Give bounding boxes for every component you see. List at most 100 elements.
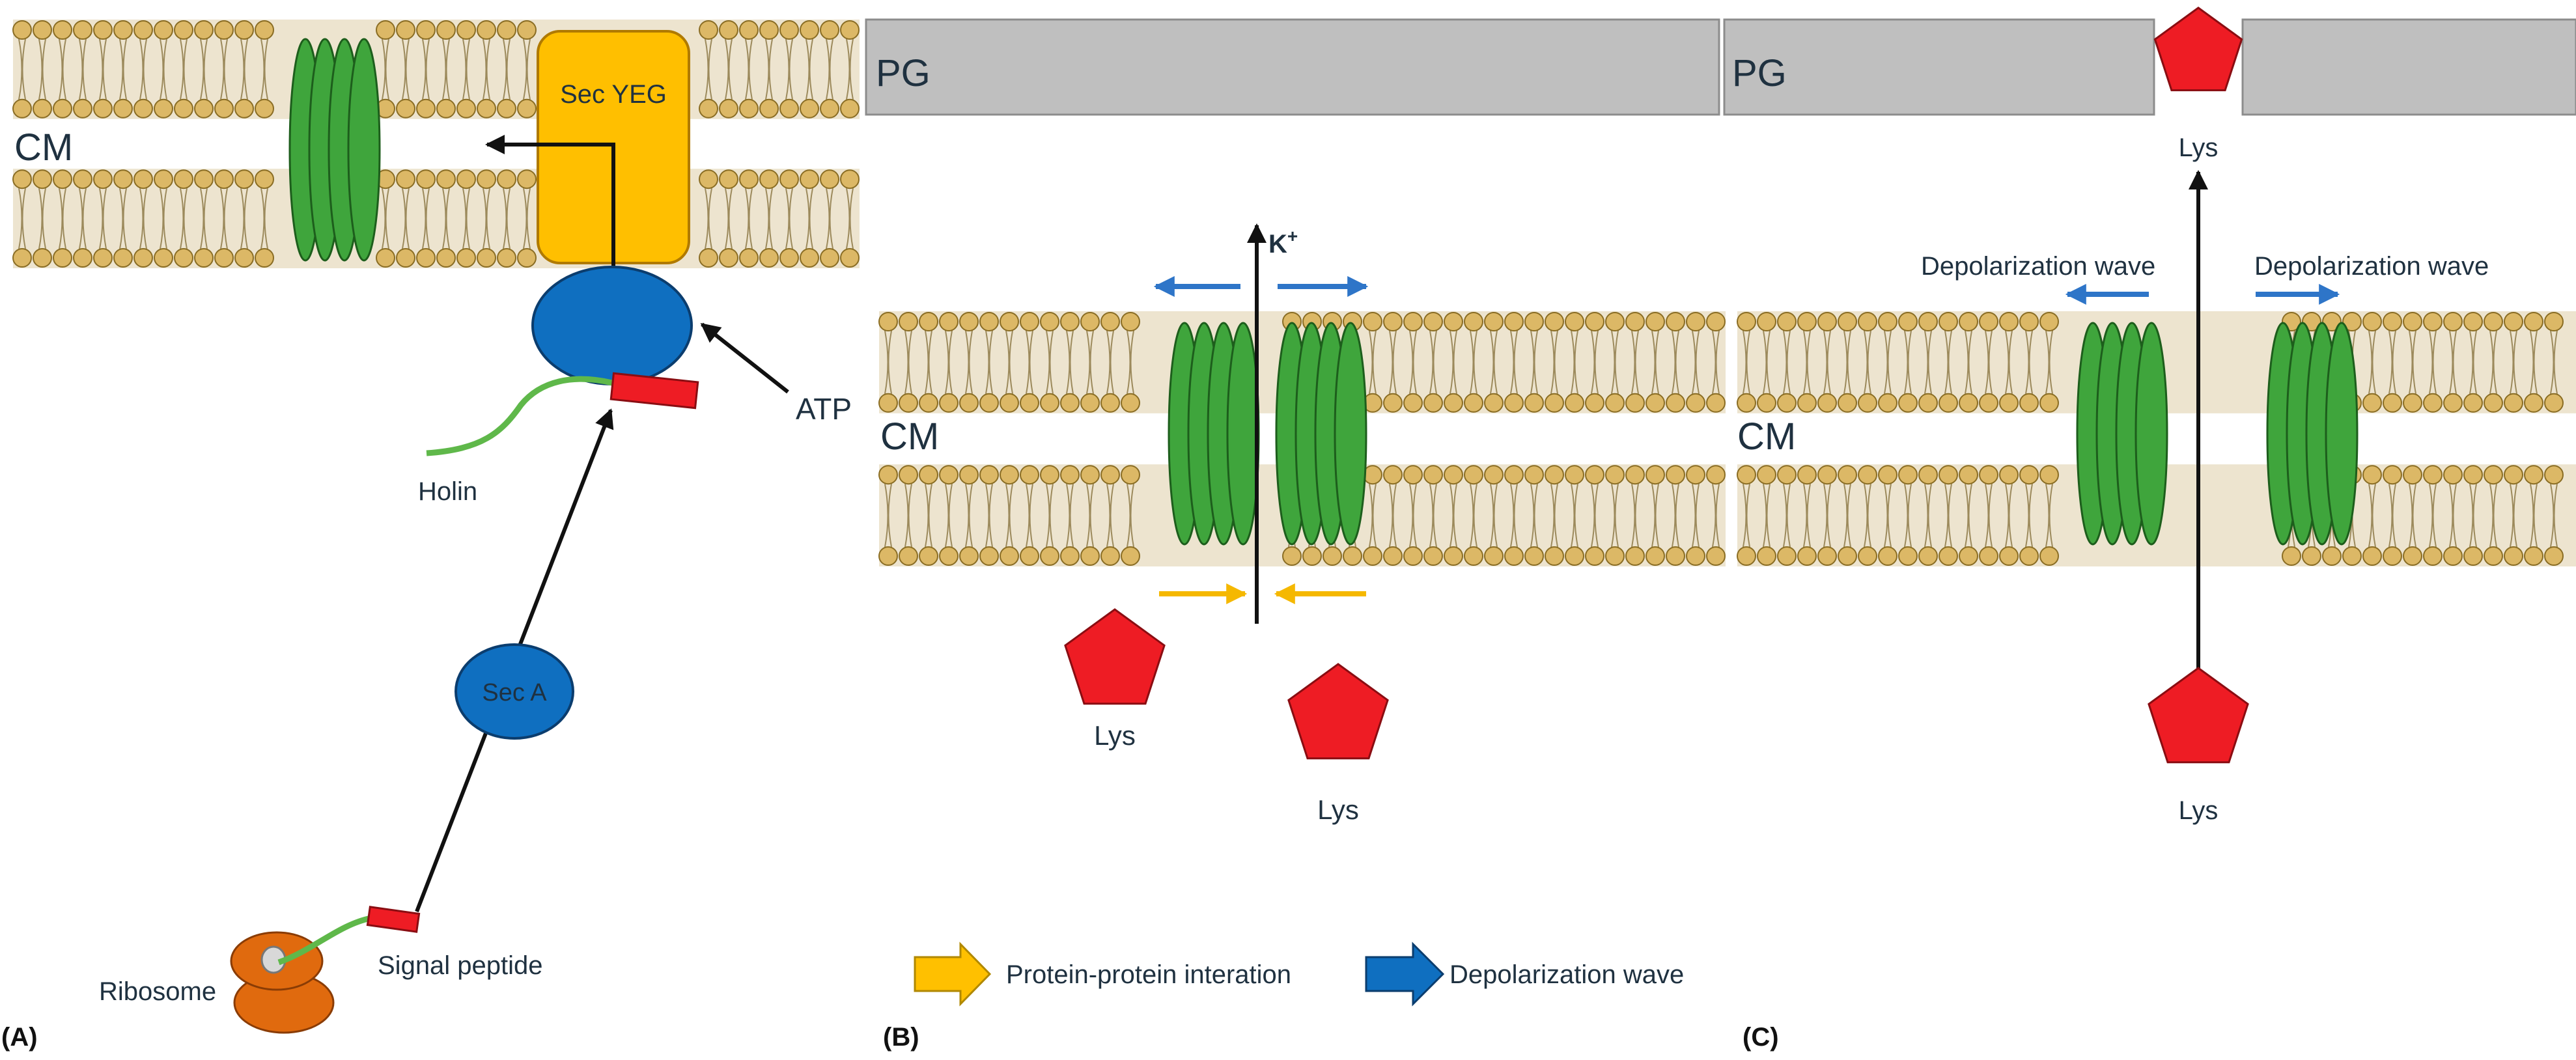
lipid-head — [1605, 465, 1625, 485]
lipid-head — [759, 98, 779, 119]
lipid-head — [699, 169, 718, 189]
lipid-head — [174, 20, 193, 40]
lysin-icon-c-bottom — [2148, 667, 2249, 764]
lipid-head — [919, 312, 938, 331]
lipid-head — [939, 393, 959, 413]
lipid-head — [214, 169, 234, 189]
lipid-tail — [2550, 330, 2558, 394]
lipid-head — [840, 169, 860, 189]
lipid-tail — [2045, 330, 2053, 394]
lipid-head — [1383, 393, 1403, 413]
lipid-head — [194, 98, 214, 119]
lipid-tail — [2489, 484, 2497, 548]
lipid-head — [2423, 546, 2443, 566]
lipid-head — [12, 20, 32, 40]
lipid-tail — [904, 330, 912, 394]
lipid-tail — [523, 38, 531, 100]
lipid-head — [739, 169, 759, 189]
lipid-head — [255, 20, 274, 40]
lipid-head — [2403, 312, 2422, 331]
lipid-tail — [925, 484, 932, 548]
lipid-head — [133, 169, 153, 189]
lipid-head — [1777, 546, 1797, 566]
lipid-head — [12, 169, 32, 189]
lipid-head — [800, 169, 819, 189]
lipid-tail — [1864, 330, 1871, 394]
lipid-head — [255, 98, 274, 119]
lipid-tail — [18, 38, 26, 100]
lipid-head — [497, 248, 516, 268]
lipid-tail — [1591, 484, 1599, 548]
lipid-head — [1060, 312, 1080, 331]
lipid-head — [2504, 312, 2523, 331]
lipid-head — [12, 98, 32, 119]
lipid-tail — [1965, 330, 1972, 394]
lipid-tail — [99, 188, 107, 249]
lipid-head — [2544, 312, 2564, 331]
holin-helix — [1334, 322, 1367, 546]
lipid-head — [1959, 393, 1978, 413]
lipid-head — [154, 20, 173, 40]
lipid-head — [1605, 546, 1625, 566]
lipid-head — [1423, 546, 1443, 566]
lipid-head — [1898, 546, 1918, 566]
lipid-head — [234, 169, 254, 189]
lipid-head — [2282, 546, 2301, 566]
lipid-tail — [2429, 330, 2437, 394]
lipid-tail — [402, 188, 410, 249]
lipid-tail — [1106, 330, 1114, 394]
lipid-tail — [79, 188, 87, 249]
holin-b-left — [1168, 322, 1260, 546]
lipid-tail — [1127, 330, 1134, 394]
lipid-tail — [18, 188, 26, 249]
lipid-head — [1403, 546, 1423, 566]
lipid-head — [517, 248, 537, 268]
lipid-head — [194, 20, 214, 40]
holin-c-left — [2076, 322, 2168, 546]
lipid-head — [1757, 546, 1776, 566]
lipid-head — [1918, 465, 1938, 485]
lipid-head — [1504, 312, 1524, 331]
lipid-tail — [1530, 330, 1538, 394]
lipid-head — [979, 393, 999, 413]
lipid-head — [1464, 465, 1483, 485]
lipid-head — [1878, 312, 1897, 331]
holin-b-right — [1275, 322, 1367, 546]
lipid-tail — [705, 188, 712, 249]
lipid-head — [1302, 546, 1322, 566]
lipid-head — [1504, 546, 1524, 566]
lipid-head — [878, 393, 898, 413]
lipid-head — [1403, 465, 1423, 485]
legend-depol-label: Depolarization wave — [1449, 960, 1684, 989]
lipid-head — [234, 248, 254, 268]
lipid-head — [2362, 465, 2382, 485]
lipid-head — [1797, 393, 1817, 413]
lipid-head — [396, 20, 415, 40]
lipid-head — [255, 248, 274, 268]
lipid-head — [1817, 312, 1837, 331]
lipid-tail — [1843, 484, 1851, 548]
holin-label-a: Holin — [418, 477, 477, 506]
lipid-head — [1737, 465, 1756, 485]
lipid-head — [899, 393, 918, 413]
lipid-head — [840, 20, 860, 40]
lipid-tail — [59, 38, 66, 100]
lipid-head — [959, 312, 979, 331]
lipid-tail — [1106, 484, 1114, 548]
lipid-head — [1797, 465, 1817, 485]
lipid-head — [517, 20, 537, 40]
lipid-head — [1383, 312, 1403, 331]
lipid-tail — [59, 188, 66, 249]
lipid-head — [878, 312, 898, 331]
lipid-head — [1524, 546, 1544, 566]
lipid-tail — [2449, 484, 2457, 548]
lipid-head — [416, 20, 436, 40]
lipid-head — [1121, 393, 1140, 413]
lipid-tail — [1490, 330, 1498, 394]
lipid-tail — [1449, 330, 1457, 394]
lipid-tail — [1127, 484, 1134, 548]
lipid-head — [1737, 393, 1756, 413]
lipid-tail — [1409, 330, 1417, 394]
lipid-head — [1100, 465, 1120, 485]
lipid-tail — [725, 38, 733, 100]
